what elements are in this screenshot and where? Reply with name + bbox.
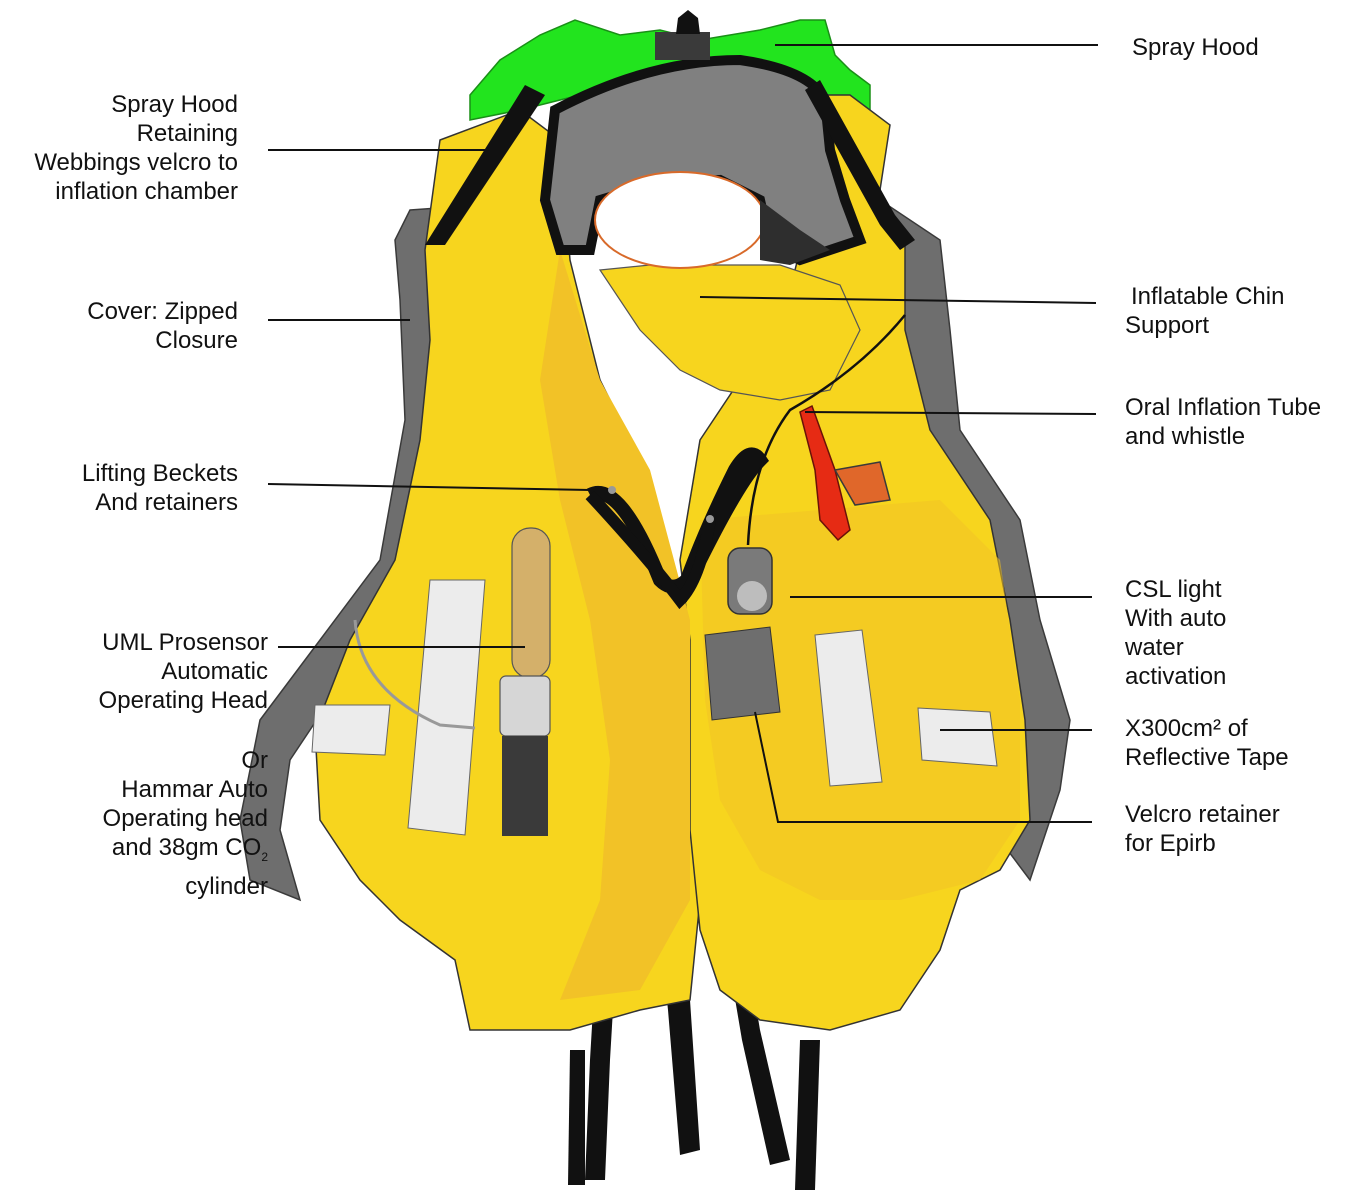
- label-retaining-webbing: Spray Hood Retaining Webbings velcro to …: [34, 90, 238, 206]
- becket-snap: [608, 486, 616, 494]
- operating-head-base: [502, 736, 548, 836]
- label-hammar: Or Hammar Auto Operating head and 38gm C…: [103, 746, 268, 901]
- label-lifting-beckets: Lifting Beckets And retainers: [82, 459, 238, 517]
- label-oral-tube: Oral Inflation Tube and whistle: [1125, 393, 1321, 451]
- chin-support-shape: [600, 265, 860, 400]
- label-chin-support: Inflatable Chin Support: [1125, 282, 1284, 340]
- label-csl-light: CSL light With auto water activation: [1125, 575, 1226, 691]
- reflective-tape-right-2: [918, 708, 997, 766]
- csl-lens: [737, 581, 767, 611]
- reflective-tape-left-2: [312, 705, 390, 755]
- hammar-co2-line: and 38gm CO2: [103, 833, 268, 872]
- hood-tab-top: [676, 10, 700, 34]
- collar-opening: [595, 172, 765, 268]
- epirb-retainer: [705, 627, 780, 720]
- operating-head: [500, 676, 550, 736]
- label-cover: Cover: Zipped Closure: [87, 297, 238, 355]
- label-velcro-epirb: Velcro retainer for Epirb: [1125, 800, 1280, 858]
- label-reflective-tape: X300cm² of Reflective Tape: [1125, 714, 1289, 772]
- label-spray-hood: Spray Hood: [1132, 33, 1259, 62]
- becket-snap-2: [706, 515, 714, 523]
- hood-tab: [655, 32, 710, 60]
- co2-cylinder: [512, 528, 550, 678]
- label-uml-head: UML Prosensor Automatic Operating Head: [99, 628, 268, 715]
